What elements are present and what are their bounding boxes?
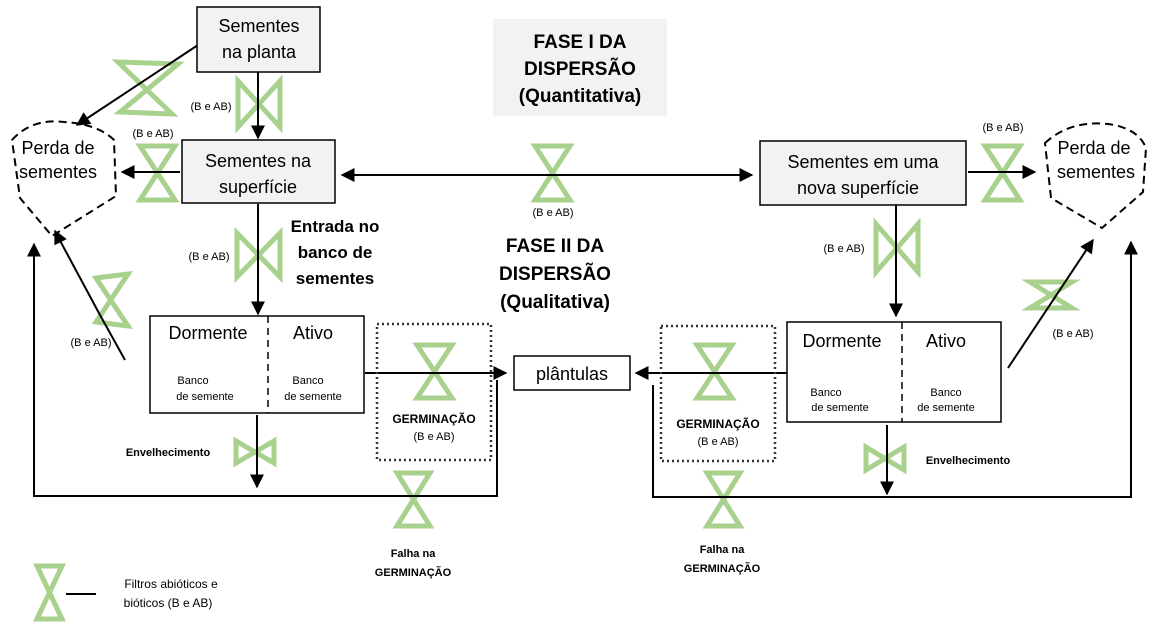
seed-loss-right-line2: sementes	[1057, 162, 1135, 182]
seed-bank-entry-line2: banco de	[298, 243, 373, 262]
filter-tag: (B e AB)	[983, 122, 1024, 134]
seed-loss-shape-left	[10, 120, 118, 238]
box-phase-1	[493, 19, 667, 116]
filter-icon	[235, 74, 283, 134]
active-label-left: Ativo	[293, 323, 333, 343]
filter-tag: (B e AB)	[1053, 328, 1094, 340]
box-seed-bank-right	[786, 321, 1002, 423]
seed-bank-dormant-line2-right: de semente	[811, 402, 868, 414]
filter-icon	[412, 342, 457, 401]
seed-loss-left-line1: Perda de	[21, 138, 94, 158]
seeds-new-surface-line1: Sementes em uma	[787, 152, 939, 172]
dormant-label-right: Dormente	[802, 331, 881, 351]
filter-icon	[530, 143, 575, 203]
germination-label-right: GERMINAÇÃO	[676, 416, 759, 431]
legend-text-line1: Filtros abióticos e	[124, 577, 218, 591]
loop-failure-right	[652, 240, 1138, 498]
filter-tag: (B e AB)	[133, 128, 174, 140]
filter-icon	[873, 217, 921, 279]
arrow-bank-to-loss-right	[1007, 238, 1094, 369]
seed-bank-active-line2-left: de semente	[284, 391, 341, 403]
filter-tag: (B e AB)	[414, 431, 455, 443]
filter-tag: (B e AB)	[533, 207, 574, 219]
filter-tag: (B e AB)	[824, 243, 865, 255]
seed-bank-active-line1-right: Banco	[930, 387, 961, 399]
seed-bank-entry-line1: Entrada no	[291, 217, 380, 236]
aging-label-left: Envelhecimento	[126, 447, 211, 459]
filter-tag: (B e AB)	[191, 101, 232, 113]
active-label-right: Ativo	[926, 331, 966, 351]
germination-failure-right-line2: GERMINAÇÃO	[684, 562, 761, 575]
box-seedlings	[513, 355, 631, 391]
filter-icon	[111, 59, 185, 117]
seeds-on-surface-line1: Sementes na	[205, 151, 312, 171]
seeds-on-surface-line2: superfície	[219, 177, 297, 197]
dormant-label-left: Dormente	[168, 323, 247, 343]
seed-bank-dormant-line1-right: Banco	[810, 387, 841, 399]
seed-loss-left-line2: sementes	[19, 162, 97, 182]
germination-failure-left-line1: Falha na	[391, 548, 437, 560]
germination-failure-right-line1: Falha na	[700, 544, 746, 556]
germination-failure-left-line2: GERMINAÇÃO	[375, 566, 452, 579]
filter-tag: (B e AB)	[71, 337, 112, 349]
filter-icon	[91, 270, 134, 330]
germination-label-left: GERMINAÇÃO	[392, 411, 475, 426]
filter-tag: (B e AB)	[189, 251, 230, 263]
line-bank-to-loss-left	[56, 234, 101, 316]
seeds-new-surface-line2: nova superfície	[797, 178, 919, 198]
loop-failure-left	[27, 242, 498, 497]
box-seeds-new-surface	[759, 140, 967, 206]
seeds-on-plant-line1: Sementes	[218, 16, 299, 36]
box-seed-bank-left	[149, 315, 365, 414]
phase2-line1: FASE II DA	[506, 236, 604, 257]
filter-tag: (B e AB)	[698, 436, 739, 448]
legend-filter-icon	[33, 563, 66, 622]
phase2-line3: (Qualitativa)	[500, 292, 610, 313]
filter-icon	[234, 226, 283, 284]
filter-icon	[863, 442, 907, 475]
box-germination-left	[375, 322, 493, 462]
box-seeds-on-surface	[181, 139, 336, 204]
filter-icon	[135, 143, 180, 203]
seed-loss-shape-right	[1043, 122, 1148, 230]
filter-icon	[392, 470, 435, 529]
seedlings-label: plântulas	[536, 364, 608, 384]
seed-bank-dormant-line2-left: de semente	[176, 391, 233, 403]
filter-icon	[233, 436, 277, 468]
phase1-line3: (Quantitativa)	[519, 86, 641, 107]
line-bank-to-loss-left-2	[99, 314, 126, 361]
arrow-plant-to-loss	[75, 44, 199, 126]
seed-bank-active-line1-left: Banco	[292, 375, 323, 387]
phase1-line1: FASE I DA	[534, 32, 627, 53]
box-seeds-on-plant	[196, 6, 321, 73]
filter-icon	[980, 143, 1025, 203]
seeds-on-plant-line2: na planta	[222, 42, 297, 62]
phase1-line2: DISPERSÃO	[524, 58, 636, 80]
phase2-line2: DISPERSÃO	[499, 263, 611, 285]
seed-bank-active-line2-right: de semente	[917, 402, 974, 414]
box-germination-right	[659, 324, 777, 463]
filter-icon	[1021, 279, 1081, 311]
seed-bank-entry-line3: sementes	[296, 269, 374, 288]
filter-icon	[692, 342, 737, 401]
seed-loss-right-line1: Perda de	[1057, 138, 1130, 158]
filter-icon	[702, 470, 745, 529]
aging-label-right: Envelhecimento	[926, 455, 1011, 467]
seed-bank-dormant-line1-left: Banco	[177, 375, 208, 387]
legend-text-line2: bióticos (B e AB)	[124, 596, 213, 610]
